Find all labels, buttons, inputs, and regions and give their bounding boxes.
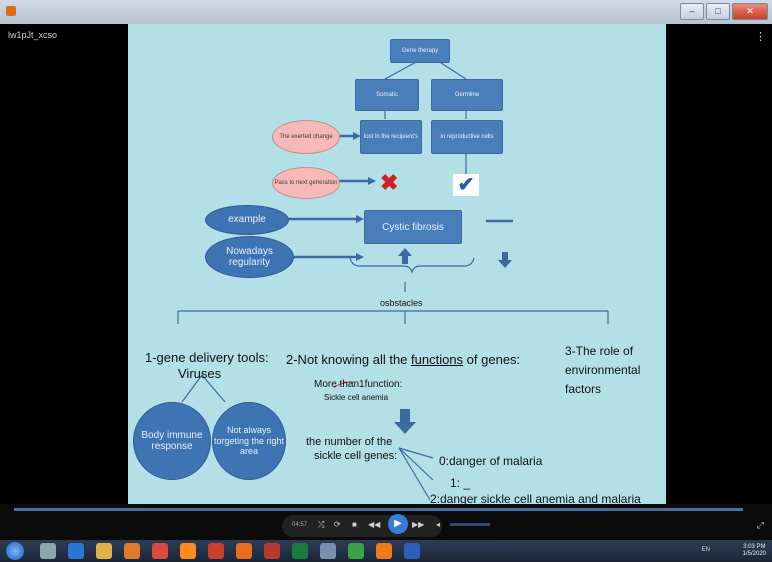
obstacle-2-title-functions: functions (411, 352, 464, 367)
file-explorer-icon[interactable] (96, 543, 112, 559)
stop-button[interactable]: ■ (352, 520, 357, 529)
slide: Gene therapy Somatic Germline lost in th… (128, 24, 666, 506)
obstacle-1-subtitle: Viruses (178, 366, 222, 381)
shuffle-button[interactable]: ⤮ (318, 520, 325, 529)
camtasia-icon[interactable] (348, 543, 364, 559)
one-copy: 1: _ (450, 476, 471, 490)
obstacle-3-line1: 3-The role of (565, 344, 634, 358)
obstacle-1-title: 1-gene delivery tools: (145, 350, 269, 365)
example-ellipse: example (205, 205, 289, 235)
clock-time: 3:03 PM (743, 544, 766, 550)
title-bar: – □ ✕ (0, 0, 772, 24)
danger-malaria: 0:danger of malaria (439, 454, 543, 468)
minimize-button[interactable]: – (680, 3, 704, 20)
next-generation-bubble: Pass to next generation (272, 167, 340, 199)
next-button[interactable]: ▶▶ (412, 520, 425, 529)
number-of-genes-line2: sickle cell genes: (314, 450, 398, 462)
start-button[interactable] (6, 542, 24, 560)
maximize-button[interactable]: □ (706, 3, 730, 20)
fullscreen-button[interactable]: ⤢ (756, 520, 764, 530)
tool-icon[interactable] (40, 543, 56, 559)
check-icon: ✔ (453, 174, 479, 196)
acrobat-icon[interactable] (264, 543, 280, 559)
cystic-fibrosis-box: Cystic fibrosis (364, 210, 462, 244)
obstacle-2-title: 2-Not knowing all the functions of genes… (286, 352, 520, 367)
mute-button[interactable]: ◂ (436, 520, 441, 529)
settings-icon[interactable] (320, 543, 336, 559)
seek-bar[interactable] (14, 508, 744, 511)
gene-therapy-box: Gene therapy (390, 39, 450, 63)
media-player-icon (6, 6, 16, 16)
more-than-function: More than1function: (314, 379, 403, 390)
immune-response-circle: Body immune response (133, 402, 211, 480)
browser-icon[interactable] (376, 543, 392, 559)
somatic-box: Somatic (355, 79, 419, 111)
chrome-icon[interactable] (152, 543, 168, 559)
taskbar: EN 3:03 PM 1/5/2020 (0, 540, 772, 562)
obstacle-3-line3: factors (565, 382, 602, 396)
media-player-taskbar-icon[interactable] (124, 543, 140, 559)
volume-slider[interactable] (450, 523, 490, 526)
reproductive-cells-box: in reproductive cells (431, 120, 503, 154)
obstacle-2-title-end: of genes: (463, 352, 521, 367)
app-icon[interactable] (236, 543, 252, 559)
video-filename: lw1pJt_xcso (8, 30, 58, 40)
elapsed-time: 04:57 (292, 522, 308, 528)
obstacles-label: osbstacles (380, 298, 423, 308)
nowadays-regularity-ellipse: Nowadays regularity (205, 236, 294, 278)
cross-icon: ✖ (380, 170, 399, 195)
firefox-icon[interactable] (180, 543, 196, 559)
germline-box: Germline (431, 79, 503, 111)
clock[interactable]: 3:03 PM 1/5/2020 (743, 544, 766, 558)
lost-in-recipient-box: lost in the recipient's (360, 120, 422, 154)
danger-both: 2:danger sickle cell anemia and malaria (430, 492, 641, 506)
clock-date: 1/5/2020 (742, 551, 766, 558)
previous-button[interactable]: ◀◀ (368, 520, 381, 529)
playback-controls: 04:57 ⤮ ⟳ ■ ◀◀ ▶ ▶▶ ◂ ⤢ (0, 504, 772, 540)
repeat-button[interactable]: ⟳ (334, 520, 341, 529)
play-button[interactable]: ▶ (388, 514, 408, 534)
exerted-change-bubble: The exerted change (272, 120, 340, 154)
internet-explorer-icon[interactable] (68, 543, 84, 559)
obstacle-2-title-start: 2-Not knowing all the (286, 352, 412, 367)
close-button[interactable]: ✕ (732, 3, 768, 20)
obstacle-3-line2: environmental (565, 363, 641, 377)
excel-icon[interactable] (292, 543, 308, 559)
number-of-genes-line1: the number of the (306, 436, 393, 448)
more-options-icon[interactable]: ⋮ (755, 31, 766, 43)
connector-lines (177, 60, 609, 501)
sickle-cell-anemia: Sickle cell anemia (324, 393, 389, 402)
video-area[interactable]: lw1pJt_xcso ⋮ (0, 24, 772, 506)
targeting-circle: Not always torgeting the right area (212, 402, 286, 480)
word-icon[interactable] (404, 543, 420, 559)
language-indicator[interactable]: EN (701, 547, 710, 553)
powerpoint-icon[interactable] (208, 543, 224, 559)
